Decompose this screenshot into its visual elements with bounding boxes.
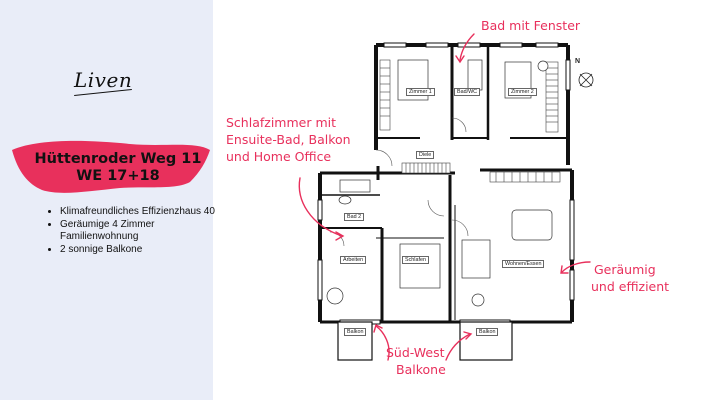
annotation-sued-west-line2: Balkone	[396, 362, 446, 377]
room-label-balkon-2: Balkon	[476, 328, 499, 336]
annotation-schlafzimmer-line2: Ensuite-Bad, Balkon	[226, 132, 351, 147]
left-panel	[0, 0, 213, 400]
room-label-schlafen: Schlafen	[402, 256, 429, 264]
annotation-geraeumig-line2: und effizient	[591, 279, 670, 294]
annotation-schlafzimmer-line3: und Home Office	[226, 149, 332, 164]
room-label-zimmer2: Zimmer 2	[508, 88, 537, 96]
annotation-sued-west-line1: Süd-West	[386, 345, 445, 360]
annotation-geraeumig-line1: Geräumig	[594, 262, 656, 277]
feature-item: Geräumige 4 Zimmer Familienwohnung	[60, 219, 225, 243]
room-label-zimmer1: Zimmer 1	[406, 88, 435, 96]
feature-item: Klimafreundliches Effizienzhaus 40	[60, 206, 225, 218]
room-label-bad-wc: Bad/WC	[454, 88, 481, 96]
room-label-arbeiten: Arbeiten	[340, 256, 367, 264]
room-label-wohnen-essen: Wohnen/Essen	[502, 260, 545, 268]
feature-list: Klimafreundliches Effizienzhaus 40 Geräu…	[44, 206, 225, 257]
listing-title: Hüttenroder Weg 11 WE 17+18	[28, 151, 208, 185]
brand-logo: Liven	[74, 68, 133, 92]
compass-north-label: N	[575, 58, 581, 65]
room-label-bad2: Bad 2	[344, 213, 365, 221]
annotation-bad-fenster: Bad mit Fenster	[481, 18, 581, 33]
room-label-diele: Diele	[416, 151, 435, 159]
title-highlight-blob	[12, 140, 210, 193]
title-address: Hüttenroder Weg 11	[34, 151, 202, 167]
feature-item: 2 sonnige Balkone	[60, 244, 225, 256]
room-label-balkon-1: Balkon	[344, 328, 367, 336]
title-unit: WE 17+18	[76, 168, 160, 184]
annotation-schlafzimmer-line1: Schlafzimmer mit	[226, 115, 337, 130]
